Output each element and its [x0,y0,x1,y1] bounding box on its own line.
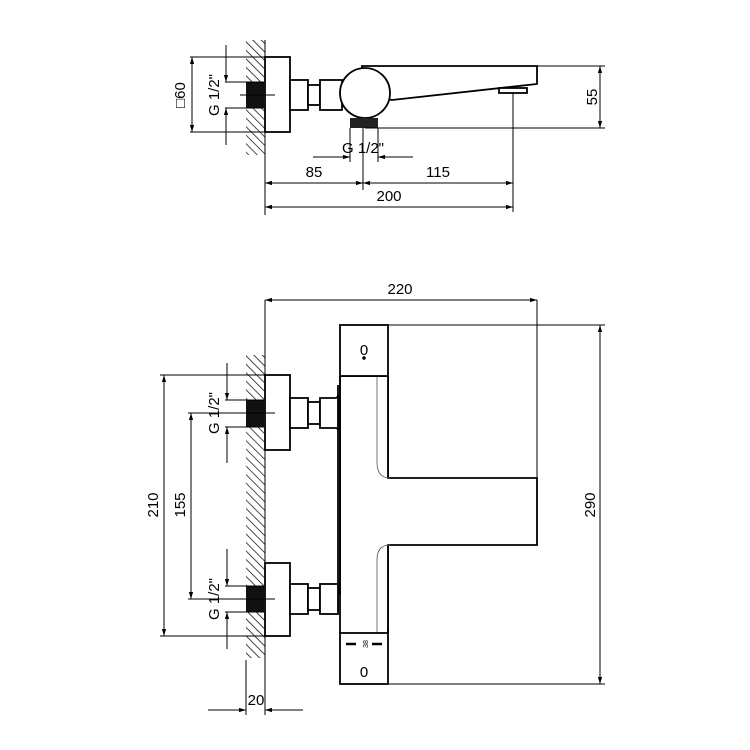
thread-label-outlet: G 1/2" [342,140,384,157]
dim-210: 210 [145,492,162,517]
dim-square-60: □60 [172,82,189,108]
dim-55: 55 [584,89,601,106]
wall-hatching [246,355,265,658]
dim-20: 20 [248,692,265,709]
dim-155: 155 [172,492,189,517]
thread-label-top: G 1/2" [206,392,223,434]
handle-bottom-symbol: 0 [360,664,368,681]
outlet-thread [350,118,378,128]
handle-bottom [339,632,389,685]
mixer-body [339,67,391,119]
dim-290: 290 [582,492,599,517]
dim-200: 200 [376,188,401,205]
handle-top-symbol: 0 [360,342,368,359]
side-view: 55 □60 G 1/2" G 1/2" 85 115 200 [172,40,605,215]
temperature-mark: 38 [363,640,370,648]
dim-85: 85 [306,164,323,181]
connector [289,79,309,111]
front-view: 0 0 38 220 290 210 155 G 1/2" G 1/2" [145,281,605,715]
handle-top [339,324,389,377]
dim-115: 115 [426,164,450,181]
dim-220: 220 [387,281,412,298]
thread-label-bottom: G 1/2" [206,578,223,620]
thread-label-wall: G 1/2" [206,74,223,116]
